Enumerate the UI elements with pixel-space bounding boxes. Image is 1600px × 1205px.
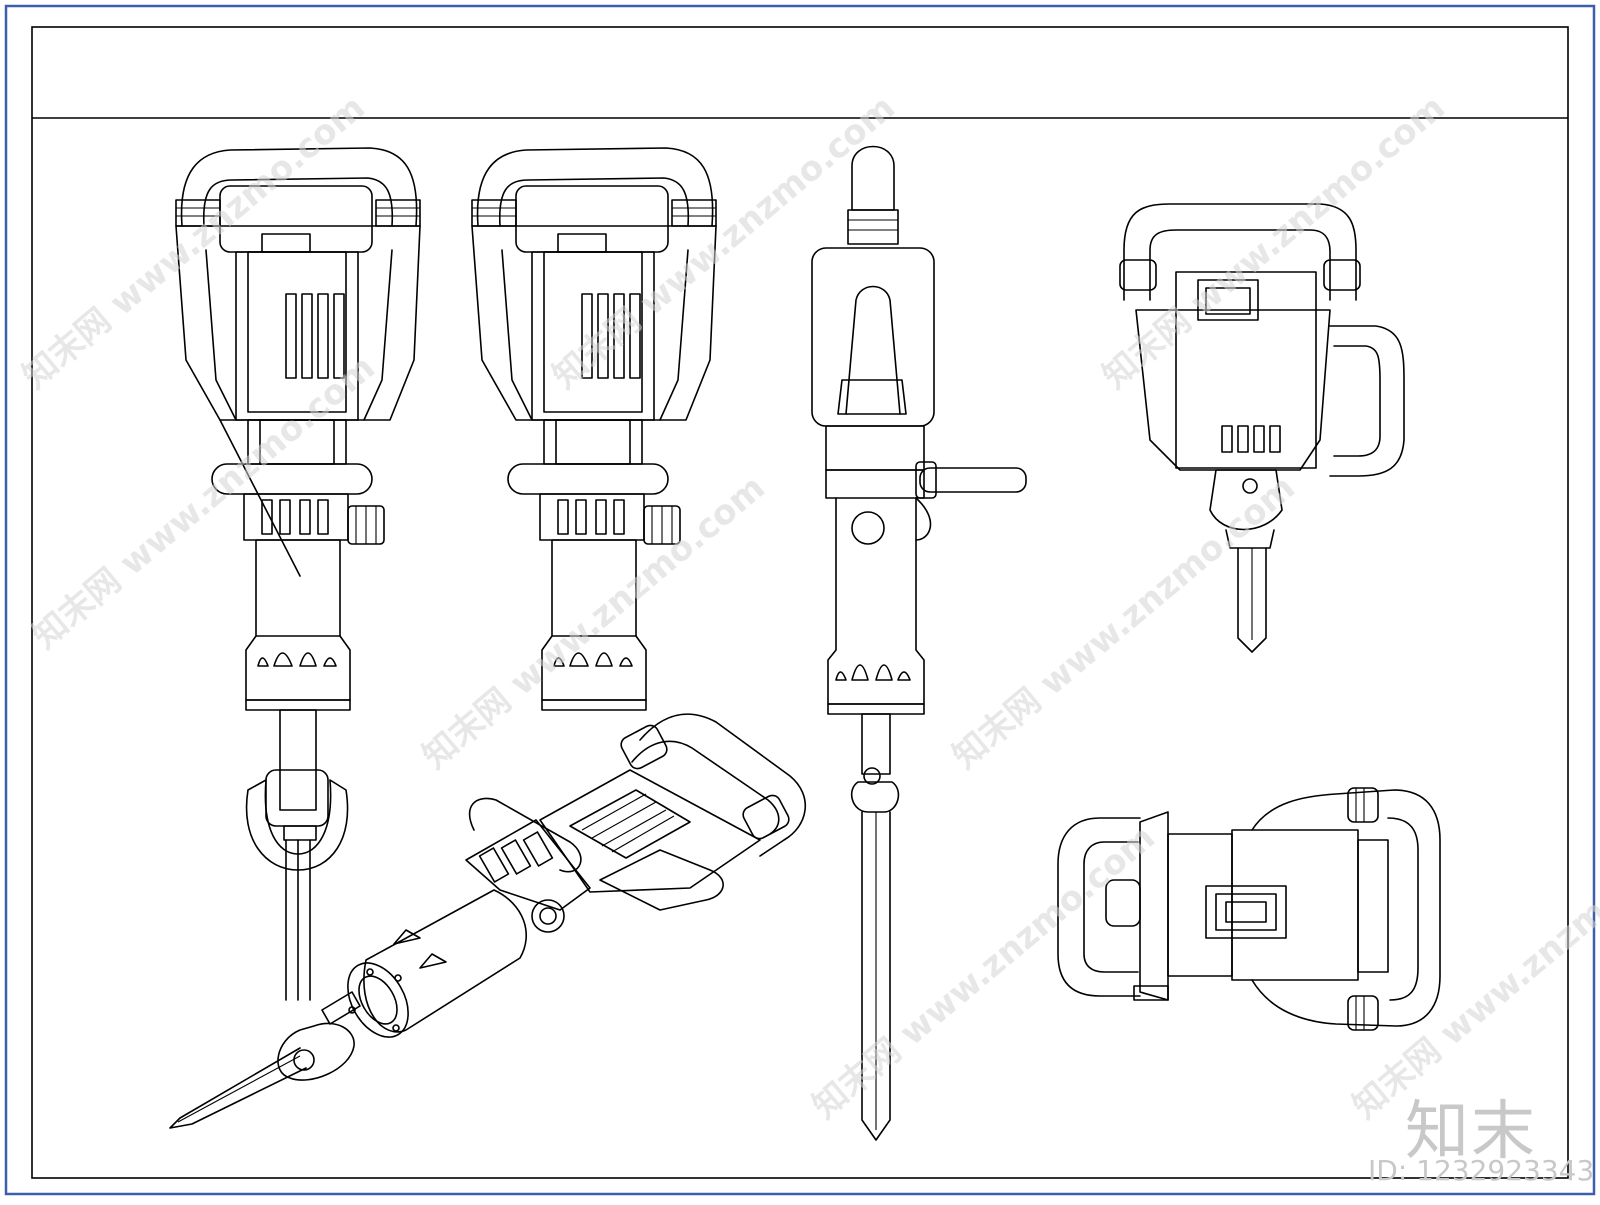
end-view (1057, 787, 1441, 1031)
inner-frame (31, 26, 1569, 1179)
side-view (811, 145, 1027, 1141)
isometric-view (169, 713, 806, 1129)
outer-border (4, 4, 1596, 1196)
top-view (1119, 203, 1405, 653)
brand-logo: 知末 (1405, 1095, 1537, 1169)
front-view-1 (175, 147, 421, 1001)
image-id-label: ID: 1232923343 (1368, 1154, 1595, 1187)
front-view-2 (471, 147, 717, 711)
